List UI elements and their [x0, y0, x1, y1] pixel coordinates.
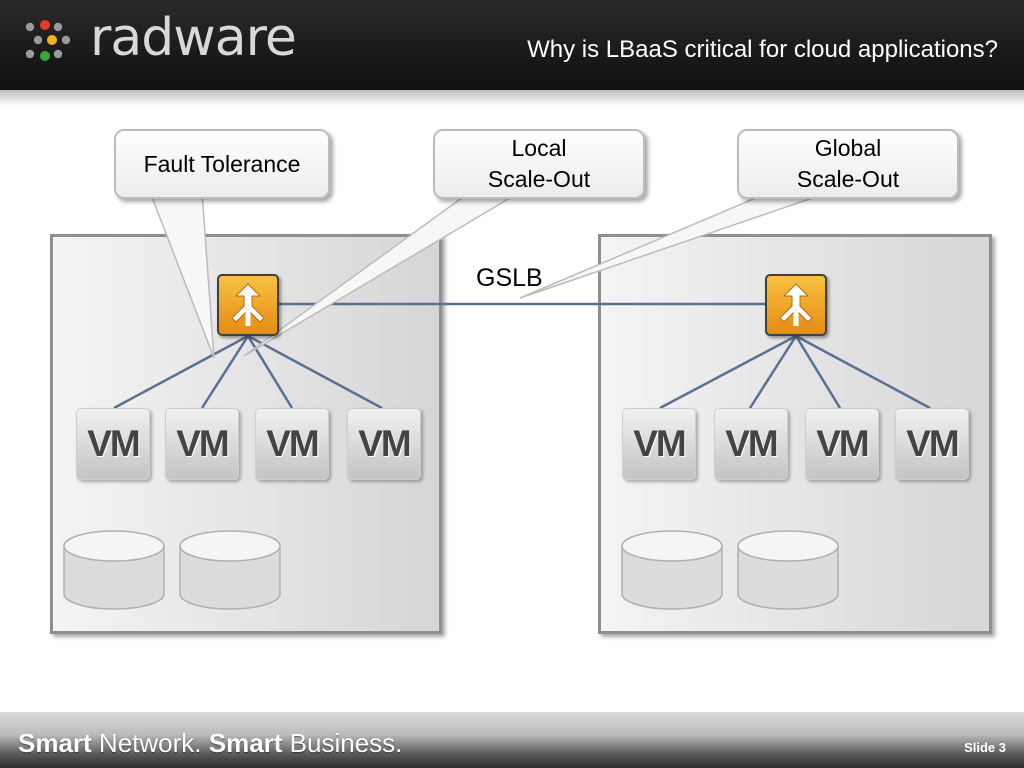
vm-icon: VM: [255, 408, 329, 480]
logo-text: radware: [90, 8, 297, 68]
database-icon: [179, 530, 281, 610]
right-load-balancer-icon: [765, 274, 827, 336]
vm-icon: VM: [895, 408, 969, 480]
vm-icon: VM: [622, 408, 696, 480]
slide-number: Slide 3: [964, 740, 1006, 755]
logo-dots-icon: [25, 20, 71, 61]
database-icon: [63, 530, 165, 610]
vm-icon: VM: [805, 408, 879, 480]
global-scale-out-line1: Global: [814, 135, 882, 161]
header-shadow: [0, 90, 1024, 106]
fault-tolerance-callout: Fault Tolerance: [114, 129, 330, 199]
left-load-balancer-icon: [217, 274, 279, 336]
slide-title: Why is LBaaS critical for cloud applicat…: [527, 36, 998, 63]
global-scale-out-line2: Scale-Out: [796, 166, 900, 192]
gslb-label: GSLB: [476, 264, 543, 292]
vm-icon: VM: [165, 408, 239, 480]
local-scale-out-line2: Scale-Out: [487, 166, 591, 192]
fault-tolerance-label: Fault Tolerance: [143, 150, 301, 177]
tagline-business: Business.: [282, 728, 403, 758]
tagline-network: Network.: [91, 728, 209, 758]
vm-icon: VM: [347, 408, 421, 480]
vm-icon: VM: [714, 408, 788, 480]
local-scale-out-callout: Local Scale-Out: [433, 129, 645, 199]
header-bar: radware Why is LBaaS critical for cloud …: [0, 0, 1024, 90]
vm-icon: VM: [76, 408, 150, 480]
global-scale-out-callout: Global Scale-Out: [737, 129, 959, 199]
footer-bar: Smart Network. Smart Business. Slide 3: [0, 712, 1024, 768]
tagline-smart-2: Smart: [208, 728, 283, 758]
local-scale-out-line1: Local: [511, 135, 567, 161]
tagline: Smart Network. Smart Business.: [18, 728, 402, 759]
database-icon: [737, 530, 839, 610]
database-icon: [621, 530, 723, 610]
tagline-smart-1: Smart: [18, 728, 92, 758]
